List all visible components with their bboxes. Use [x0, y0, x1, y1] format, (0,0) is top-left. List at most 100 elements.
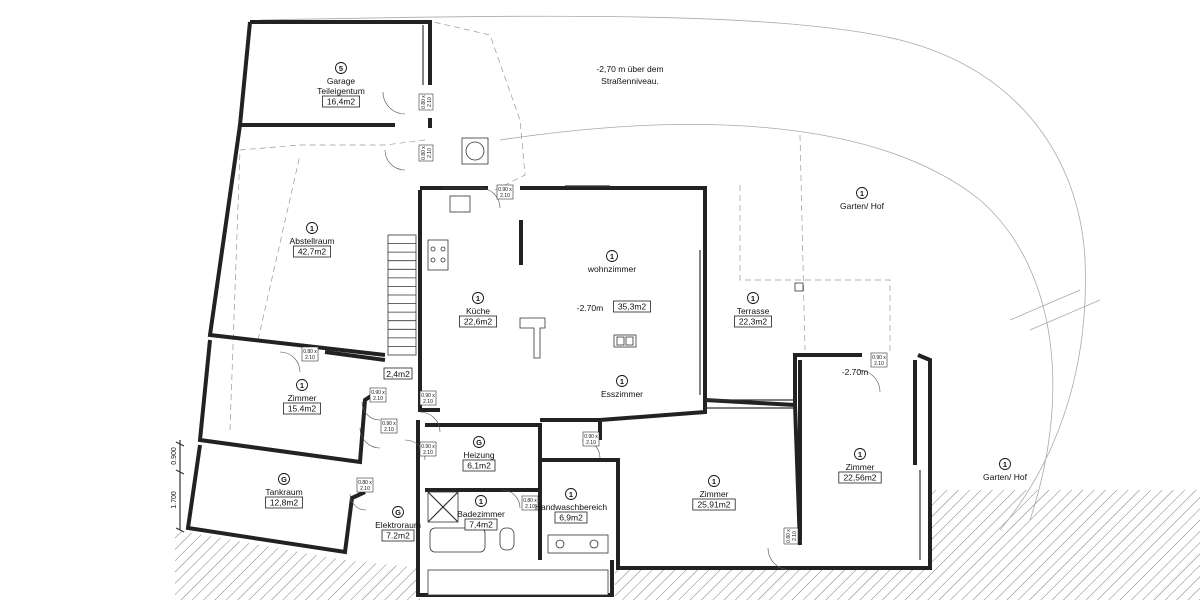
door-marker: 0.90 x2.10 — [479, 184, 514, 209]
room-area-box — [692, 498, 736, 511]
door-tag: 0.80 x2.10 — [301, 346, 319, 362]
dimension-0900: 0.900 — [171, 447, 178, 465]
door-size: 0.80 x — [358, 480, 372, 486]
door-height: 2.10 — [500, 193, 510, 199]
room-number-marker — [999, 458, 1011, 470]
room-area: 15.4m2 — [288, 404, 317, 414]
room-number-marker — [565, 488, 577, 500]
room-number: 1 — [310, 224, 314, 233]
room-number-marker — [278, 473, 290, 485]
room-number-marker — [475, 495, 487, 507]
door-tag-box — [870, 352, 888, 368]
ground-note-line1: -2,70 m über dem — [596, 64, 663, 74]
door-tag: 0.90 x2.10 — [380, 418, 398, 434]
room-number: 1 — [479, 497, 483, 506]
door-size: 0.90 x — [382, 421, 396, 427]
room-number-marker — [473, 436, 485, 448]
room-name: Elektroraum — [375, 520, 421, 530]
room-area-box — [292, 245, 331, 258]
door-height: 2.10 — [586, 440, 596, 446]
room-number-marker — [392, 506, 404, 518]
door-size: 0.80 x — [303, 349, 317, 355]
door-height: 2.10 — [423, 399, 433, 405]
room-number: 1 — [1003, 460, 1007, 469]
door-swing — [767, 547, 791, 571]
room-number: 1 — [569, 490, 573, 499]
door-swing — [359, 427, 381, 449]
door-tag-box — [419, 390, 437, 406]
kitchen-fixtures — [427, 137, 804, 359]
small-area-value: 2,4m2 — [386, 369, 410, 379]
door-swing — [419, 411, 441, 433]
room-name: Zimmer — [846, 462, 875, 472]
door-swing — [501, 489, 521, 509]
room-area-box — [838, 471, 882, 484]
door-tag: 0.90 x2.10 — [582, 431, 600, 447]
room-area-box — [458, 315, 497, 328]
door-tag-box — [301, 346, 319, 362]
door-height: 2.10 — [305, 355, 315, 361]
ground-note-line2: Straßenniveau. — [601, 76, 659, 86]
room-area: 22,3m2 — [739, 317, 768, 327]
door-size: 0.90 x — [371, 390, 385, 396]
room-level: -2.70m — [842, 367, 868, 377]
room-number-marker — [616, 375, 628, 387]
room-number: G — [395, 508, 401, 517]
door-tag: 0.80 x2.10 — [521, 495, 539, 511]
door-swing — [479, 187, 501, 209]
door-height: 2.10 — [373, 396, 383, 402]
room-number-marker — [708, 475, 720, 487]
room-number: 1 — [860, 189, 864, 198]
room-number-marker — [306, 222, 318, 234]
door-tag-box — [369, 387, 387, 403]
door-swing — [382, 91, 406, 115]
door-tag-box — [418, 93, 434, 111]
door-height: 2.10 — [427, 97, 433, 107]
door-marker: 0.90 x2.10 — [857, 352, 888, 393]
room-area: 22,56m2 — [843, 473, 876, 483]
room-name: Garten/ Hof — [840, 201, 885, 211]
room-area: 16,4m2 — [327, 97, 356, 107]
door-tag-box — [783, 527, 799, 545]
bathroom-fixtures — [427, 491, 609, 596]
room-name: Teileigentum — [317, 86, 365, 96]
ground-level-note: -2,70 m über dem Straßenniveau. — [596, 64, 663, 86]
room-area-box — [464, 518, 498, 531]
room-number: 1 — [300, 381, 304, 390]
door-size: 0.90 x — [498, 187, 512, 193]
room-number: 1 — [712, 477, 716, 486]
door-swing — [384, 149, 406, 171]
room-area: 7.2m2 — [386, 531, 410, 541]
dimension-1700: 1.700 — [171, 491, 178, 509]
room-number: 1 — [476, 294, 480, 303]
staircase — [387, 234, 417, 356]
room-name: Abstellraum — [290, 236, 335, 246]
door-swing — [404, 439, 426, 461]
door-size: 0.90 x — [421, 444, 435, 450]
walls — [185, 20, 932, 597]
door-tag-box — [521, 495, 539, 511]
room-level: -2.70m — [577, 303, 603, 313]
room-number: 1 — [620, 377, 624, 386]
room-area-box — [321, 95, 360, 108]
door-marker: 0.90 x2.10 — [361, 387, 387, 421]
door-tag-box — [380, 418, 398, 434]
door-tag-box — [496, 184, 514, 200]
door-marker: 0.90 x2.10 — [581, 431, 601, 459]
door-height: 2.10 — [423, 450, 433, 456]
room-area: 22,6m2 — [464, 317, 493, 327]
room-name: wohnzimmer — [587, 264, 636, 274]
